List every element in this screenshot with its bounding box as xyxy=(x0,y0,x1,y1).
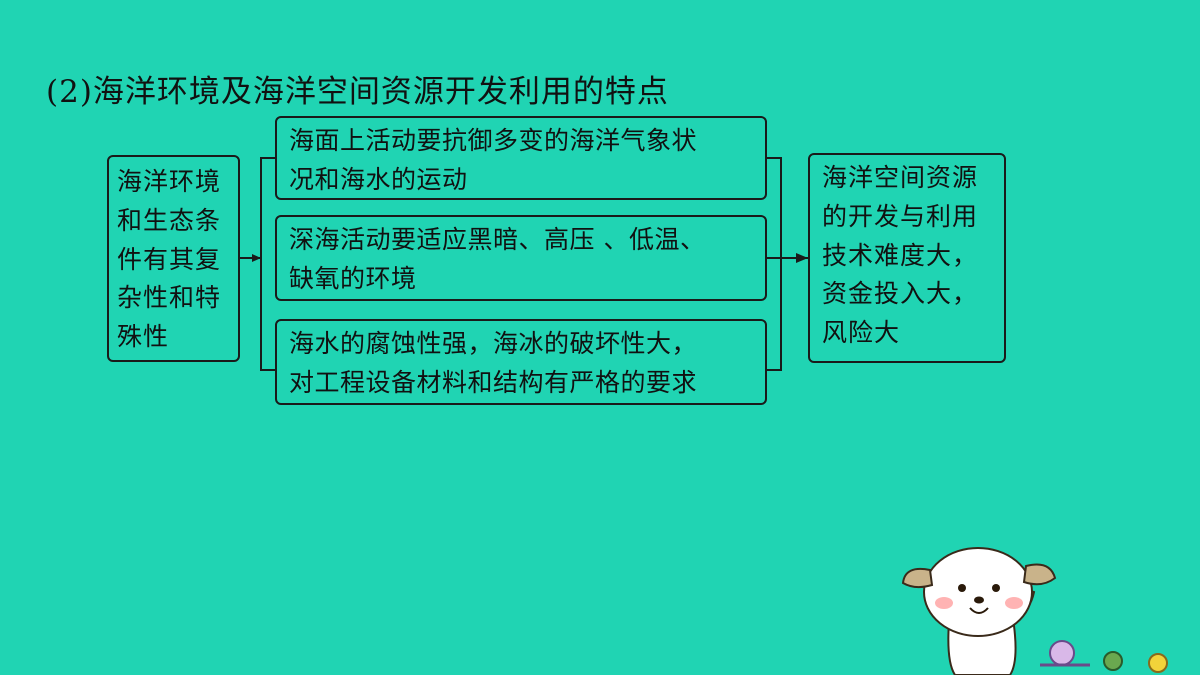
left-bracket xyxy=(260,157,275,371)
right-arrow-head xyxy=(796,253,808,263)
right-box-line: 风险大 xyxy=(822,318,901,347)
middle-box-line: 海水的腐蚀性强，海冰的破坏性大， xyxy=(289,329,698,358)
left-box-line: 殊性 xyxy=(117,322,170,351)
left-arrow-head xyxy=(252,254,261,262)
left-box-line: 杂性和特 xyxy=(117,283,222,313)
right-bracket xyxy=(767,157,782,371)
right-box-line: 技术难度大， xyxy=(822,240,979,270)
middle-box-line: 对工程设备材料和结构有严格的要求 xyxy=(289,367,698,397)
left-box-line: 件有其复 xyxy=(117,244,222,274)
middle-box-line: 况和海水的运动 xyxy=(289,164,468,194)
middle-box-corrosion: 海水的腐蚀性强，海冰的破坏性大， 对工程设备材料和结构有严格的要求 xyxy=(275,319,767,405)
middle-box-surface: 海面上活动要抗御多变的海洋气象状 况和海水的运动 xyxy=(275,116,767,200)
right-box-line: 的开发与利用 xyxy=(822,201,979,231)
right-box-line: 海洋空间资源 xyxy=(822,163,979,192)
left-box-line: 海洋环境 xyxy=(117,167,222,196)
right-box-line: 资金投入大， xyxy=(822,279,979,309)
left-box-line: 和生态条 xyxy=(117,205,222,235)
middle-box-deep-sea: 深海活动要适应黑暗、高压 、低温、 缺氧的环境 xyxy=(275,215,767,301)
middle-box-line: 海面上活动要抗御多变的海洋气象状 xyxy=(289,126,698,155)
left-box-environment: 海洋环境 和生态条 件有其复 杂性和特 殊性 xyxy=(107,155,240,362)
page-title: (2)海洋环境及海洋空间资源开发利用的特点 xyxy=(46,74,669,110)
middle-box-line: 深海活动要适应黑暗、高压 、低温、 xyxy=(289,225,706,254)
middle-box-line: 缺氧的环境 xyxy=(289,263,417,293)
right-box-conclusion: 海洋空间资源 的开发与利用 技术难度大， 资金投入大， 风险大 xyxy=(808,153,1006,363)
